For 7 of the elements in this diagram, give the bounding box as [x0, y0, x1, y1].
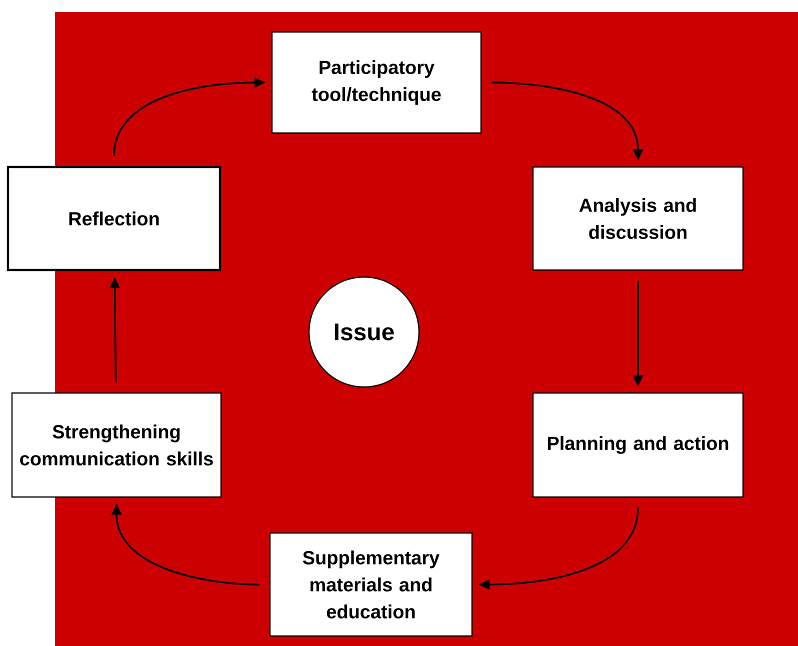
- process-box: Planning and action: [532, 392, 744, 498]
- process-box: Supplementary materials and education: [269, 532, 473, 637]
- process-box: Strengthening communication skills: [11, 392, 222, 498]
- process-box: Analysis and discussion: [532, 166, 744, 271]
- process-box: Participatory tool/technique: [271, 31, 482, 134]
- process-box: Reflection: [6, 166, 222, 272]
- circle-node: Issue: [308, 276, 420, 388]
